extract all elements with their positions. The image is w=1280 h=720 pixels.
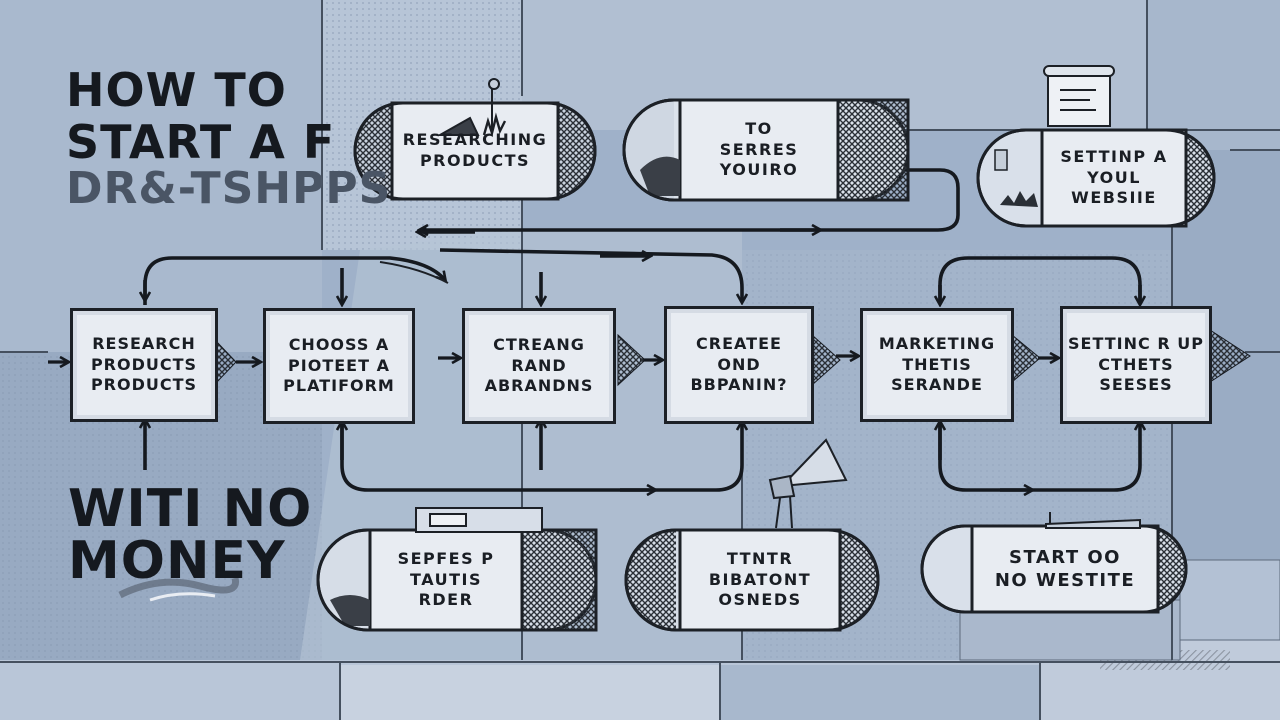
step-text-line: SEESES bbox=[1099, 375, 1173, 395]
title-line-2: START A F bbox=[66, 115, 336, 169]
step-text-line: CREATEE bbox=[696, 333, 782, 353]
subtitle-line-1: WITI NO bbox=[68, 479, 313, 539]
step-setting-up: SETTINC R UP CTHETS SEESES bbox=[1060, 306, 1212, 424]
megaphone-icon bbox=[768, 438, 848, 529]
scroll-document-icon bbox=[1043, 65, 1115, 127]
step-text-line: PLATIFORM bbox=[283, 376, 395, 396]
pill-text-line: RDER bbox=[418, 590, 474, 610]
step-text-line: PRODUCTS bbox=[90, 375, 198, 395]
pill-text-line: WEBSIIE bbox=[1071, 188, 1157, 208]
pill-text-line: YOUL bbox=[1087, 167, 1141, 187]
top-pill-to-serres: TO SERRES YOUIRO bbox=[680, 100, 838, 200]
pill-text-line: PRODUCTS bbox=[419, 151, 531, 170]
bottom-pill-start-website: START OO NO WESTITE bbox=[972, 526, 1158, 612]
pill-text-line: BIBATONT bbox=[708, 569, 812, 589]
step-text-line: RESEARCH bbox=[92, 333, 196, 353]
step-research-products: RESEARCH PRODUCTS PRODUCTS bbox=[70, 308, 218, 422]
pill-shapes-bottom bbox=[316, 524, 1188, 632]
scribble-mark bbox=[118, 577, 240, 599]
step-text-line: OND bbox=[717, 354, 761, 374]
subtitle-line-2: MONEY bbox=[68, 531, 286, 591]
step-text-line: THETIS bbox=[902, 354, 972, 374]
decorative-illustrations bbox=[118, 65, 1141, 602]
top-pill-setting-website: SETTINP A YOUL WEBSIIE bbox=[1042, 130, 1186, 226]
step-create-company: CREATEE OND BBPANIN? bbox=[664, 306, 814, 424]
step-text-line: CHOOSS A bbox=[288, 334, 390, 354]
bottom-pill-ttntr-osneds: TTNTR BIBATONT OSNEDS bbox=[680, 530, 840, 630]
step-text-line: CTHETS bbox=[1098, 354, 1174, 374]
pill-text-line: TAUTIS bbox=[410, 569, 482, 589]
step-text-line: MARKETING bbox=[878, 333, 996, 353]
step-text-line: PIOTEET A bbox=[288, 355, 390, 375]
step-text-line: BBPANIN? bbox=[690, 375, 788, 395]
step-text-line: ABRANDNS bbox=[484, 376, 594, 396]
pill-text-line: START OO bbox=[1009, 546, 1121, 568]
title-line-1: HOW TO bbox=[66, 63, 287, 117]
step-marketing: MARKETING THETIS SERANDE bbox=[860, 308, 1014, 422]
pill-text-line: TTNTR bbox=[726, 548, 794, 568]
pill-text-line: SERRES bbox=[719, 139, 799, 159]
pill-text-line: RESEARCHING bbox=[402, 130, 548, 150]
title-line-3: DR&-TSHPPS bbox=[66, 163, 392, 214]
step-text-line: RAND bbox=[511, 355, 567, 375]
pill-text-line: OSNEDS bbox=[718, 590, 802, 610]
step-creating-brand: CTREANG RAND ABRANDNS bbox=[462, 308, 616, 424]
step-text-line: CTREANG bbox=[493, 334, 585, 354]
loop-connectors bbox=[145, 168, 1140, 490]
pill-text-line: YOUIRO bbox=[719, 160, 799, 180]
bottom-pill-sepfes-rder: SEPFES P TAUTIS RDER bbox=[370, 530, 522, 630]
step-text-line: PRODUCTS bbox=[90, 354, 198, 374]
pill-text-line: SETTINP A bbox=[1060, 146, 1168, 166]
pill-text-line: TO bbox=[745, 118, 773, 138]
tray-icon bbox=[1045, 512, 1141, 529]
pill-text-line: SEPFES P bbox=[397, 548, 495, 568]
pill-text-line: NO WESTITE bbox=[994, 570, 1136, 591]
pill-shapes bbox=[353, 98, 1216, 228]
top-pill-researching-products: RESEARCHING PRODUCTS bbox=[392, 103, 558, 199]
printer-icon bbox=[415, 507, 543, 533]
step-choose-platform: CHOOSS A PIOTEET A PLATIFORM bbox=[263, 308, 415, 424]
step-text-line: SETTINC R UP bbox=[1068, 333, 1204, 353]
plant-icon bbox=[436, 78, 507, 138]
step-text-line: SERANDE bbox=[891, 375, 983, 395]
